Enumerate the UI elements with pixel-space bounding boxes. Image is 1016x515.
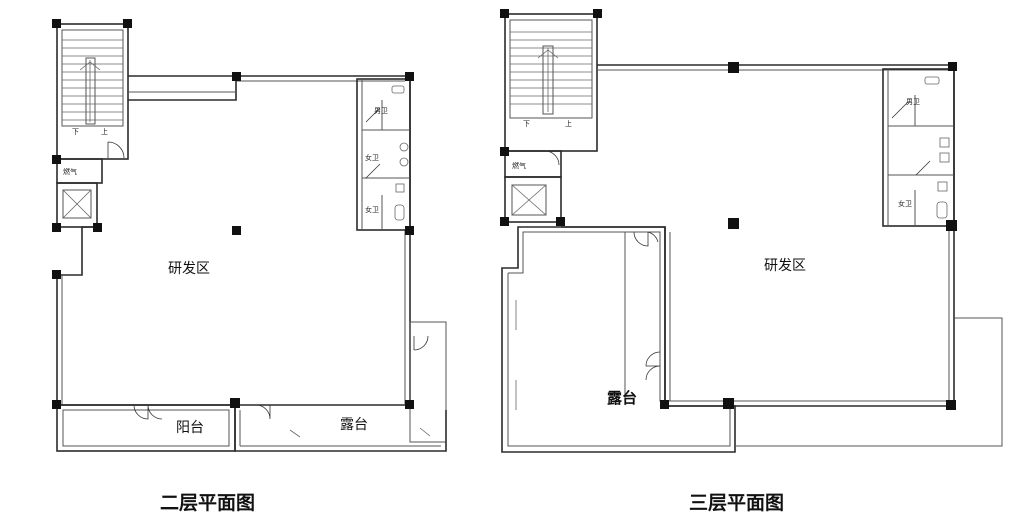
floor3-restroom-block: [882, 68, 955, 227]
floor2-balcony: [56, 404, 236, 452]
floor2-caption: 二层平面图: [160, 492, 256, 514]
floor2-columns: [52, 19, 414, 409]
floor2-rd-area-label: 研发区: [168, 261, 210, 277]
floor2-stair-up-label: 上: [101, 127, 108, 136]
floor3-stair-well: [509, 19, 593, 119]
floor3-right-terrace: [735, 317, 1003, 447]
floor2-balcony-label: 阳台: [176, 420, 204, 436]
floor2-gas-room-label: 燃气: [63, 167, 77, 176]
floor2-restroom-label-1: 男卫: [374, 107, 388, 115]
floor2-stair-down-label: 下: [72, 128, 79, 136]
floor3-elevator: [504, 176, 562, 223]
floor2-terrace: [234, 405, 447, 452]
floor2-plan: 下 上 燃气 男卫 女卫 女卫: [52, 19, 447, 452]
floor3-stair-down-label: 下: [523, 120, 530, 128]
floor-plans-drawing: 下 上 燃气 男卫 女卫 女卫: [52, 9, 1003, 453]
floor3-gas-room-label: 燃气: [512, 161, 526, 170]
floor2-stair-railing: [85, 57, 96, 125]
floor2-stair-door: [107, 141, 125, 159]
floor2-right-terrace: [409, 321, 447, 443]
floor3-caption: 三层平面图: [689, 492, 785, 514]
floor3-restroom-label-1: 男卫: [906, 98, 920, 106]
floor3-stair-core: [504, 13, 598, 152]
floor2-elevator: [56, 182, 98, 228]
floor3-terrace-label: 露台: [607, 389, 637, 407]
floor3-terrace: [501, 226, 736, 453]
floor2-restroom-label-3: 女卫: [365, 205, 379, 214]
floor3-stair-treads: [510, 31, 592, 105]
floor3-restroom-label-2: 女卫: [898, 199, 912, 208]
floor3-main-outer-wall: [561, 64, 955, 407]
floor2-restroom-block: [356, 78, 411, 231]
floor3-plan: 下 上 燃气 男卫 女卫: [500, 9, 1003, 453]
floor2-terrace-label: 露台: [340, 417, 368, 433]
floor3-rd-area-label: 研发区: [764, 258, 806, 274]
floor2-restroom-label-2: 女卫: [365, 153, 379, 162]
floor2-stair-well: [61, 29, 124, 127]
floor3-columns: [500, 9, 957, 410]
floor2-stair-treads: [62, 39, 123, 121]
floor3-stair-railing: [542, 45, 554, 115]
floor3-stair-up-label: 上: [565, 119, 572, 128]
floor2-stair-core: [56, 23, 129, 160]
floor2-corridor: [128, 75, 237, 101]
